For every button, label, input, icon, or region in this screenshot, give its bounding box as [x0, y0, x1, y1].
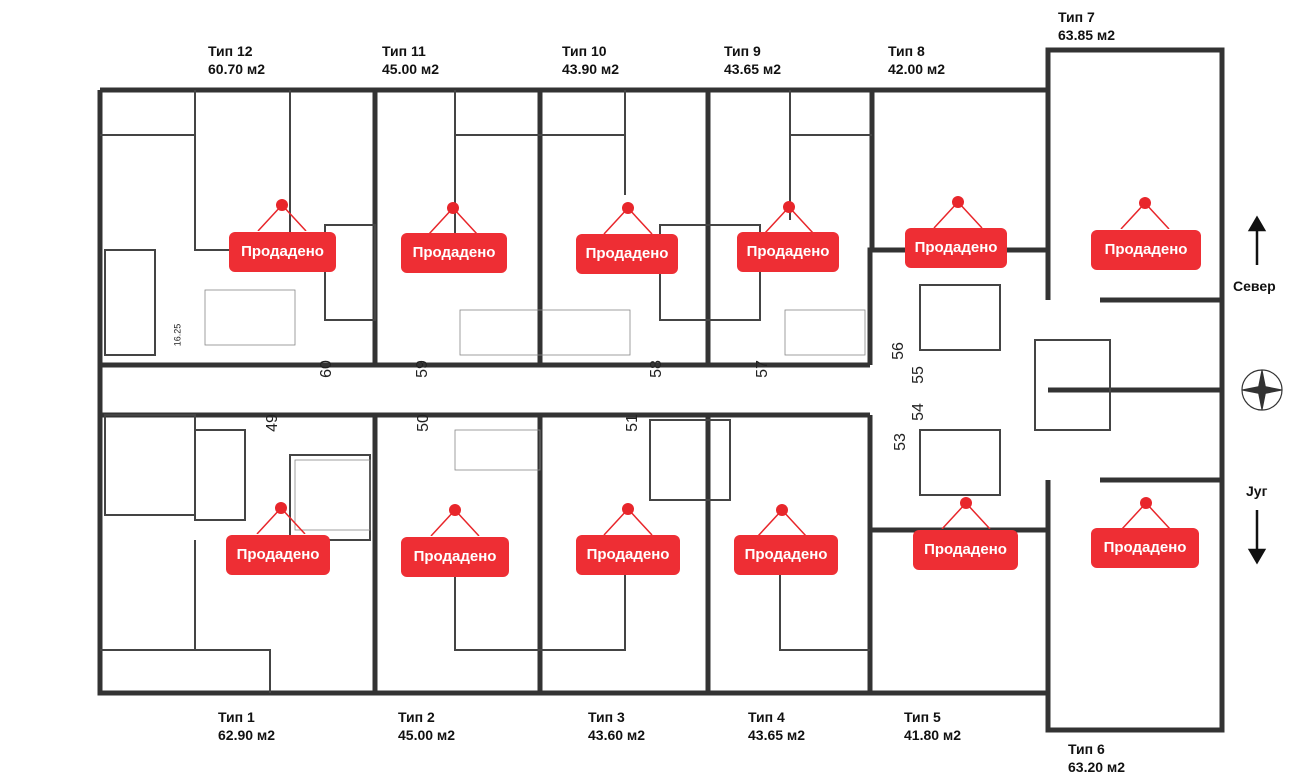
- door-number: 50: [414, 414, 432, 432]
- unit-type: Тип 6: [1068, 741, 1105, 757]
- unit-label-9: Тип 9 43.65 м2: [724, 42, 781, 78]
- unit-type: Тип 4: [748, 709, 785, 725]
- unit-label-2: Тип 2 45.00 м2: [398, 708, 455, 744]
- unit-area: 45.00 м2: [382, 61, 440, 77]
- door-number: 55: [909, 366, 927, 384]
- door-number: 58: [647, 360, 665, 378]
- door-number: 57: [753, 360, 771, 378]
- unit-area: 41.80 м2: [904, 727, 962, 743]
- unit-type: Тип 8: [888, 43, 925, 59]
- sold-badge-8[interactable]: Продадено: [905, 228, 1007, 268]
- unit-area: 45.00 м2: [398, 727, 456, 743]
- door-number: 59: [413, 360, 431, 378]
- unit-type: Тип 3: [588, 709, 625, 725]
- sold-badge-10[interactable]: Продадено: [576, 234, 678, 274]
- door-number: 60: [317, 360, 335, 378]
- unit-type: Тип 7: [1058, 9, 1095, 25]
- sold-badge-12[interactable]: Продадено: [229, 232, 336, 272]
- door-number: 51: [623, 414, 641, 432]
- unit-area: 60.70 м2: [208, 61, 266, 77]
- unit-area: 62.90 м2: [218, 727, 276, 743]
- unit-label-8: Тип 8 42.00 м2: [888, 42, 945, 78]
- unit-area: 43.65 м2: [724, 61, 782, 77]
- unit-area: 42.00 м2: [888, 61, 946, 77]
- unit-label-10: Тип 10 43.90 м2: [562, 42, 619, 78]
- south-label: Југ: [1246, 483, 1268, 499]
- unit-label-3: Тип 3 43.60 м2: [588, 708, 645, 744]
- unit-area: 63.85 м2: [1058, 27, 1116, 43]
- unit-label-1: Тип 1 62.90 м2: [218, 708, 275, 744]
- unit-area: 43.60 м2: [588, 727, 646, 743]
- sold-badge-3[interactable]: Продадено: [576, 535, 680, 575]
- unit-type: Тип 9: [724, 43, 761, 59]
- unit-label-12: Тип 12 60.70 м2: [208, 42, 265, 78]
- unit-type: Тип 11: [382, 43, 426, 59]
- north-label: Север: [1233, 278, 1276, 294]
- unit-label-11: Тип 11 45.00 м2: [382, 42, 439, 78]
- unit-area: 43.90 м2: [562, 61, 620, 77]
- unit-type: Тип 12: [208, 43, 253, 59]
- unit-area: 43.65 м2: [748, 727, 806, 743]
- sold-badge-4[interactable]: Продадено: [734, 535, 838, 575]
- door-number: 49: [263, 414, 281, 432]
- door-number: 54: [909, 403, 927, 421]
- unit-type: Тип 2: [398, 709, 435, 725]
- unit-label-4: Тип 4 43.65 м2: [748, 708, 805, 744]
- sold-badge-11[interactable]: Продадено: [401, 233, 507, 273]
- sold-badge-2[interactable]: Продадено: [401, 537, 509, 577]
- stair-note: 16.25: [172, 323, 183, 347]
- unit-type: Тип 10: [562, 43, 607, 59]
- sold-badge-1[interactable]: Продадено: [226, 535, 330, 575]
- door-number: 53: [891, 433, 909, 451]
- unit-label-6: Тип 6 63.20 м2: [1068, 740, 1125, 776]
- door-number: 56: [889, 342, 907, 360]
- unit-type: Тип 5: [904, 709, 941, 725]
- sold-badge-7[interactable]: Продадено: [1091, 230, 1201, 270]
- unit-type: Тип 1: [218, 709, 255, 725]
- unit-label-5: Тип 5 41.80 м2: [904, 708, 961, 744]
- unit-area: 63.20 м2: [1068, 759, 1126, 775]
- unit-label-7: Тип 7 63.85 м2: [1058, 8, 1115, 44]
- sold-badge-9[interactable]: Продадено: [737, 232, 839, 272]
- sold-badge-6[interactable]: Продадено: [1091, 528, 1199, 568]
- sold-badge-5[interactable]: Продадено: [913, 530, 1018, 570]
